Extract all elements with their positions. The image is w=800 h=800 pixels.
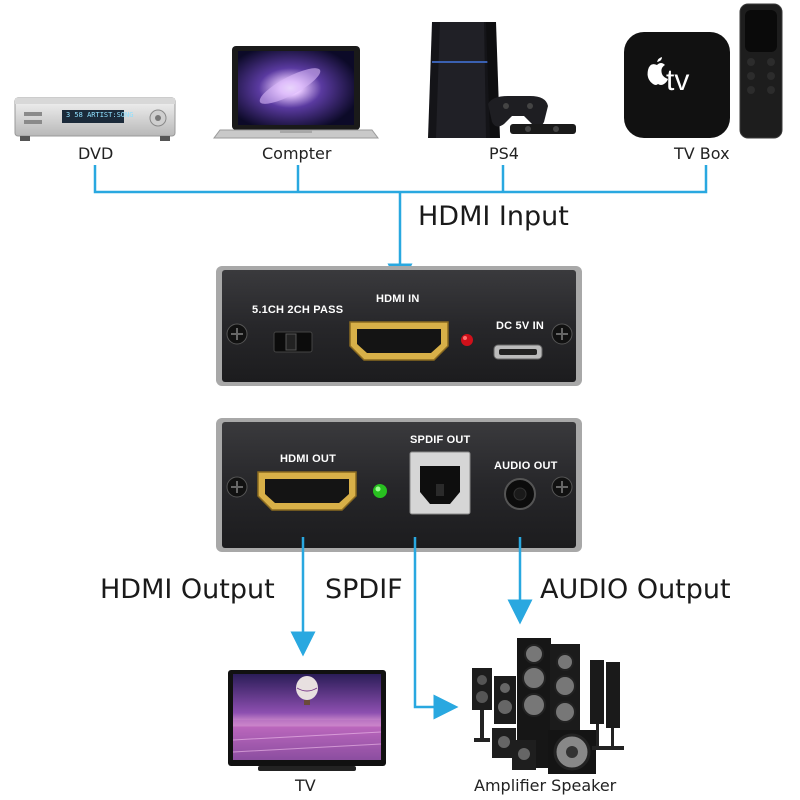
tv-icon <box>228 670 386 771</box>
screw-icon <box>226 476 248 498</box>
input-connector-lines <box>93 165 708 289</box>
panel-label-switch: 5.1CH 2CH PASS <box>252 304 344 316</box>
apple-tv-box-icon <box>624 3 783 139</box>
tvbox-logo-text: tv <box>666 64 690 97</box>
speaker-system-icon <box>472 638 624 774</box>
screw-icon <box>551 476 573 498</box>
extractor-output-panel <box>216 418 582 552</box>
laptop-icon <box>213 46 379 139</box>
label-audio-output: AUDIO Output <box>540 574 731 605</box>
panel-label-hdmi-in: HDMI IN <box>376 293 420 305</box>
dvd-display-text: 3 58 ARTIST:SONG <box>66 111 134 119</box>
panel-label-hdmi-out: HDMI OUT <box>280 453 336 465</box>
output-connector-lines <box>290 537 533 720</box>
extractor-input-panel <box>216 266 582 386</box>
label-spdif: SPDIF <box>325 574 403 605</box>
source-label-tvbox: TV Box <box>674 144 730 163</box>
label-hdmi-output: HDMI Output <box>100 574 275 605</box>
panel-label-dc-in: DC 5V IN <box>496 320 545 332</box>
source-label-ps4: PS4 <box>489 144 519 163</box>
label-hdmi-input: HDMI Input <box>418 201 569 232</box>
source-label-dvd: DVD <box>78 144 114 163</box>
screw-icon <box>551 323 573 345</box>
ps4-console-icon <box>428 22 576 138</box>
panel-label-spdif-out: SPDIF OUT <box>410 434 471 446</box>
device-label-speaker: Amplifier Speaker <box>474 776 617 795</box>
panel-label-audio-out: AUDIO OUT <box>494 460 558 472</box>
dvd-player-icon <box>14 97 176 141</box>
source-label-computer: Compter <box>262 144 332 163</box>
screw-icon <box>226 323 248 345</box>
device-label-tv: TV <box>295 776 316 795</box>
